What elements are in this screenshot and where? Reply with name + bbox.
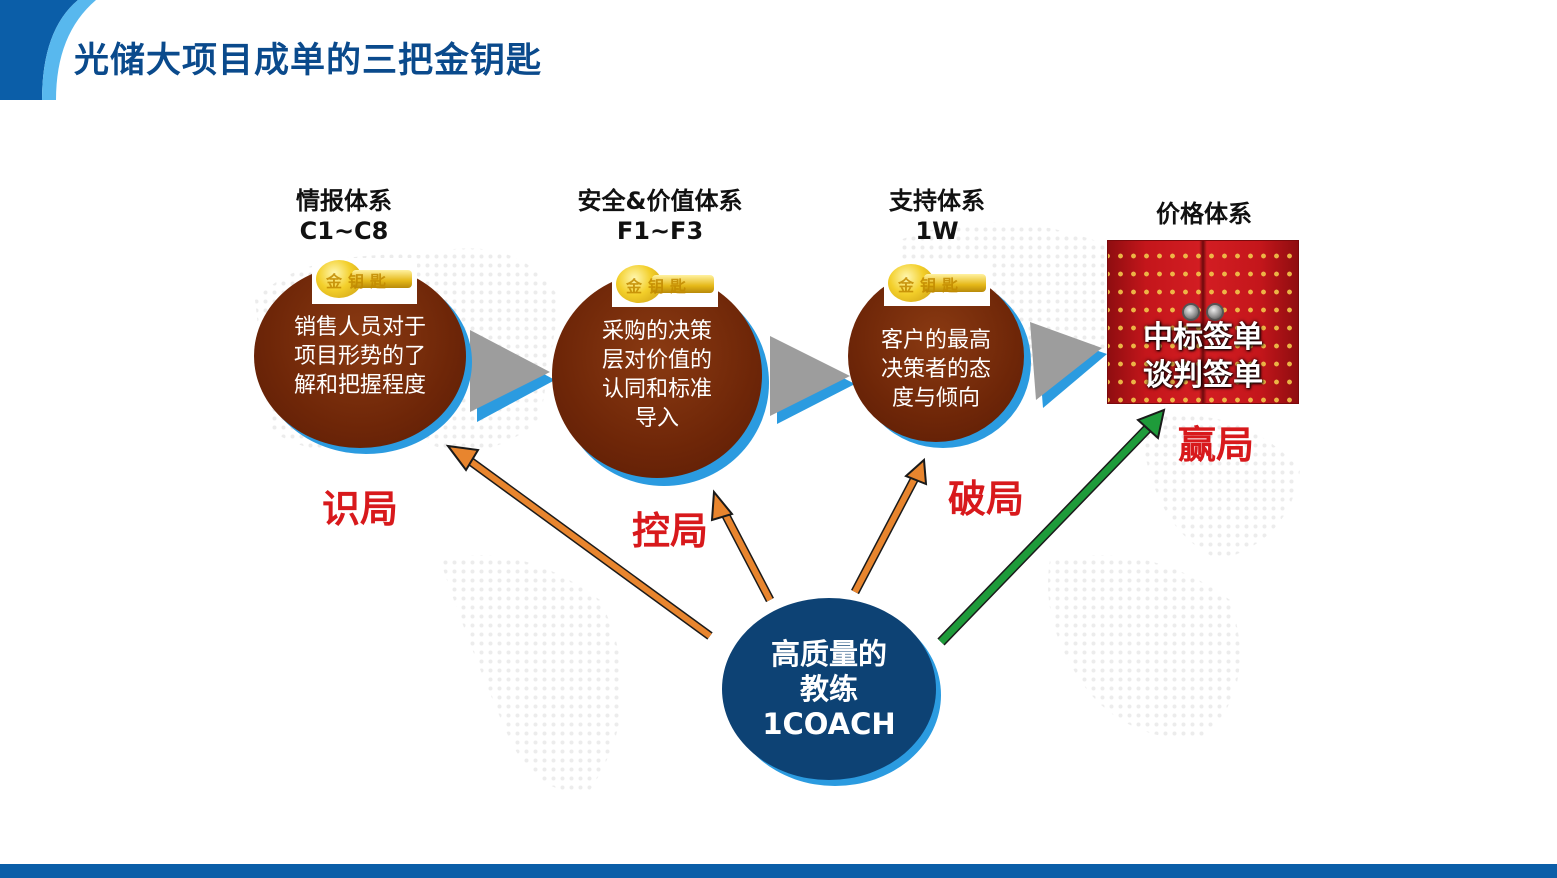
flow-arrow-3 — [1030, 322, 1107, 408]
coach-line2: 教练 — [799, 671, 858, 706]
system-desc: 客户的最高 决策者的态 度与倾向 — [880, 327, 991, 411]
gold-key-icon: 金钥匙 — [312, 258, 417, 304]
key-label: 金钥匙 — [626, 277, 693, 296]
door-text: 中标签单 谈判签单 — [1108, 319, 1298, 395]
coach-arrow-to-intel — [445, 444, 713, 640]
flow-arrow-1 — [470, 330, 555, 422]
coach-line1: 高质量的 — [770, 636, 887, 671]
system-title-support: 支持体系 1W — [857, 186, 1017, 246]
door-text-line2: 谈判签单 — [1143, 358, 1263, 393]
gold-key-icon: 金钥匙 — [884, 262, 990, 306]
system-title-line2: C1~C8 — [299, 217, 389, 245]
door-text-line1: 中标签单 — [1143, 320, 1263, 355]
page-title: 光储大项目成单的三把金钥匙 — [74, 41, 543, 81]
system-title-line1: 情报体系 — [296, 187, 392, 215]
system-title-line2: F1~F3 — [616, 217, 704, 245]
system-title-line1: 价格体系 — [1156, 200, 1252, 228]
bottom-bar — [0, 864, 1557, 878]
flow-arrow-2 — [770, 336, 855, 424]
phase-label-break: 破局 — [948, 477, 1025, 521]
coach-circle: 高质量的 教练 1COACH — [722, 598, 936, 780]
phase-label-win: 赢局 — [1178, 423, 1255, 467]
system-title-line1: 支持体系 — [889, 187, 985, 215]
phase-label-control: 控局 — [632, 509, 709, 553]
system-desc: 采购的决策 层对价值的 认同和标准 导入 — [601, 319, 712, 431]
system-desc: 销售人员对于 项目形势的了 解和把握程度 — [293, 314, 426, 398]
key-label: 金钥匙 — [898, 276, 965, 295]
door-knob-icon — [1206, 303, 1224, 321]
coach-arrow-to-price — [937, 408, 1166, 646]
system-title-line2: 1W — [915, 217, 959, 245]
system-title-price: 价格体系 — [1124, 199, 1284, 229]
coach-line3: 1COACH — [762, 706, 896, 741]
system-title-line1: 安全&价值体系 — [577, 187, 743, 215]
system-title-intel: 情报体系 C1~C8 — [264, 186, 424, 246]
coach-arrow-to-support — [851, 457, 928, 595]
red-door-image: 中标签单 谈判签单 — [1107, 240, 1299, 404]
coach-arrow-to-value — [710, 489, 774, 603]
corner-accent — [0, 0, 78, 100]
key-label: 金钥匙 — [326, 272, 393, 291]
gold-key-icon: 金钥匙 — [612, 263, 718, 307]
door-knob-icon — [1182, 303, 1200, 321]
phase-label-identify: 识局 — [322, 487, 399, 531]
system-title-value: 安全&价值体系 F1~F3 — [560, 186, 760, 246]
